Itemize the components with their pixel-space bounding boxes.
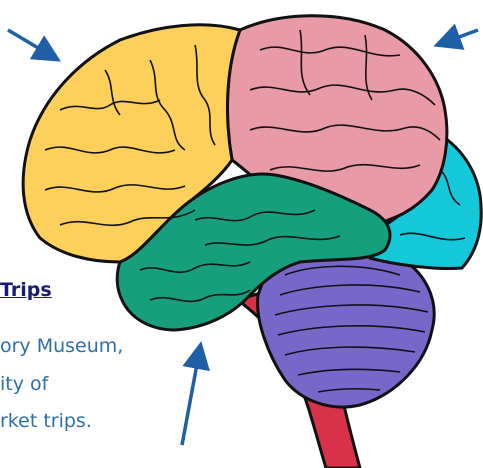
arrow-bottom-up: [182, 348, 200, 445]
trips-text-line-1: ory Museum,: [0, 335, 123, 357]
arrow-top-right: [440, 30, 478, 44]
arrow-top-left: [8, 30, 55, 58]
trips-heading: Trips: [0, 279, 52, 301]
trips-text-line-3: rket trips.: [0, 410, 92, 432]
trips-text-line-2: ity of: [0, 373, 48, 395]
